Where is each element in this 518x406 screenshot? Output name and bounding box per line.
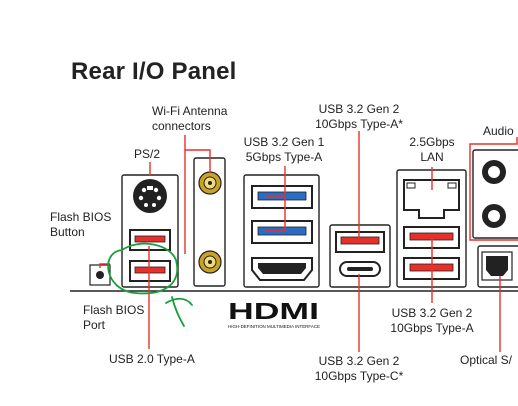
hdmi-logo-tagline: HIGH-DEFINITION MULTIMEDIA INTERFACE (228, 324, 320, 329)
lan-port (403, 179, 460, 219)
usb-gen2-typea-port-single (335, 231, 385, 253)
usb-gen1-label-line1: USB 3.2 Gen 1 (243, 135, 325, 149)
usb-gen1-hdmi-stack (243, 174, 320, 288)
usb-gen1-label: USB 3.2 Gen 1 5Gbps Type-A (236, 135, 332, 165)
audio-stack (472, 149, 518, 288)
audio-jack-top (482, 160, 506, 184)
handdrawn-annotation (107, 242, 193, 327)
callout-usb-gen1 (265, 166, 286, 232)
wifi-antenna-label: Wi-Fi Antenna connectors (152, 104, 227, 134)
lan-usb-stack (396, 169, 467, 288)
annotation-arrow-head (165, 297, 193, 306)
usb-gen2-typec-label-line1: USB 3.2 Gen 2 (318, 354, 400, 368)
ps2-label: PS/2 (134, 147, 161, 161)
callout-audio (469, 137, 518, 241)
usb-gen2-single-stack (329, 224, 391, 288)
usb-gen2-typec-label: USB 3.2 Gen 2 10Gbps Type-C* (307, 354, 411, 384)
audio-jack-bottom (482, 204, 506, 228)
lan-label-line2: LAN (420, 150, 444, 164)
optical-spdif-port (481, 251, 513, 281)
flash-bios-port-label: Flash BIOS Port (83, 303, 144, 333)
ps2-port (133, 179, 167, 213)
flash-bios-button-label-line2: Button (50, 225, 85, 239)
flash-bios-button-label-line1: Flash BIOS (50, 210, 112, 224)
usb2-label: USB 2.0 Type-A (109, 352, 195, 366)
hdmi-logo: HDMI HIGH-DEFINITION MULTIMEDIA INTERFAC… (228, 298, 320, 329)
usb-gen2-typea-top-label: USB 3.2 Gen 2 10Gbps Type-A* (307, 102, 411, 132)
usb-gen2-typea-top-label-line2: 10Gbps Type-A* (315, 117, 403, 131)
hdmi-logo-text: HDMI (228, 298, 319, 324)
callout-flash-bios-button (99, 263, 110, 268)
audio-label: Audio (483, 124, 514, 138)
page-title: Rear I/O Panel (71, 58, 237, 85)
lan-label: 2.5Gbps LAN (400, 135, 464, 165)
usb2-port-bottom (129, 260, 171, 282)
lan-label-line1: 2.5Gbps (409, 135, 455, 149)
wifi-antenna-label-line1: Wi-Fi Antenna (152, 104, 228, 118)
callout-lines (99, 131, 518, 352)
hdmi-port (251, 257, 313, 281)
wifi-connector-top (198, 171, 222, 195)
usb-gen1-port-bottom (251, 220, 313, 244)
usb-gen1-label-line2: 5Gbps Type-A (245, 150, 323, 164)
usb-gen2-typea-bottom-label: USB 3.2 Gen 2 10Gbps Type-A (380, 306, 484, 336)
callout-wifi-top (184, 135, 211, 173)
wifi-antenna-label-line2: connectors (152, 119, 211, 133)
flash-bios-button-label: Flash BIOS Button (50, 210, 111, 240)
wifi-antenna-connectors (193, 157, 226, 287)
annotation-circle (107, 242, 179, 295)
usb2-port-top (129, 229, 171, 251)
usb-gen2-typea-top-label-line1: USB 3.2 Gen 2 (318, 102, 400, 116)
usb-gen2-typea-bottom-label-line1: USB 3.2 Gen 2 (391, 306, 473, 320)
annotation-arrow-shaft (171, 296, 185, 327)
ps2-usb2-stack (121, 174, 179, 288)
usb-gen2-typec-label-line2: 10Gbps Type-C* (314, 369, 404, 383)
flash-bios-port-label-line2: Port (83, 318, 106, 332)
callout-usb-gen2-typea-bottom (430, 235, 433, 303)
usb-gen2-typea-bottom-label-line2: 10Gbps Type-A (390, 321, 474, 335)
optical-label: Optical S/ (460, 353, 513, 367)
flash-bios-port-label-line1: Flash BIOS (83, 303, 145, 317)
wifi-connector-bottom (198, 250, 222, 274)
usb-typec-port (339, 261, 381, 277)
